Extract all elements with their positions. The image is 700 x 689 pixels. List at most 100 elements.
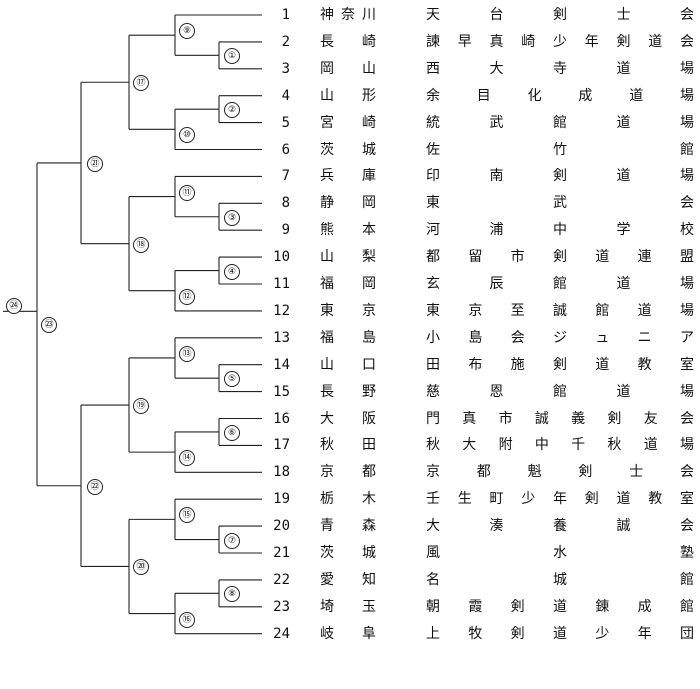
match-number-10: ⑩: [179, 127, 195, 144]
club-name: 河浦中学校: [426, 222, 694, 239]
team-row: 11 福岡 玄辰館道場: [0, 271, 700, 297]
seed-number: 14: [273, 356, 290, 373]
club-name: 秋大附中千秋道場: [426, 437, 694, 454]
team-row: 24 岐阜 上牧剣道少年団: [0, 621, 700, 647]
team-row: 23 埼玉 朝霞剣道錬成館: [0, 594, 700, 620]
seed-number: 2: [281, 33, 290, 50]
prefecture-name: 山形: [320, 87, 376, 104]
seed-number: 12: [273, 302, 290, 319]
prefecture-name: 静岡: [320, 195, 376, 212]
prefecture-name: 宮崎: [320, 114, 376, 131]
match-number-4: ④: [224, 263, 240, 280]
seed-number: 11: [273, 276, 290, 292]
match-number-14: ⑭: [179, 450, 195, 467]
team-row: 5 宮崎 統武館道場: [0, 110, 700, 136]
match-number-17: ⑰: [133, 75, 149, 92]
team-row: 13 福島 小島会ジュニア: [0, 325, 700, 351]
match-number-3: ③: [224, 209, 240, 226]
club-name: 田布施剣道教室: [426, 356, 694, 373]
club-name: 小島会ジュニア: [426, 329, 694, 346]
match-number-23: ㉓: [41, 317, 57, 334]
prefecture-name: 茨城: [320, 141, 376, 158]
match-number-21: ㉑: [87, 155, 103, 172]
seed-number: 13: [273, 329, 290, 346]
club-name: 諫早真崎少年剣道会: [426, 33, 694, 50]
match-number-22: ㉒: [87, 478, 103, 495]
club-name: 上牧剣道少年団: [426, 625, 694, 642]
prefecture-name: 秋田: [320, 437, 376, 454]
team-row: 2 長崎 諫早真崎少年剣道会: [0, 29, 700, 55]
club-name: 印南剣道場: [426, 168, 694, 185]
seed-number: 5: [281, 114, 290, 131]
prefecture-name: 岐阜: [320, 625, 376, 642]
club-name: 門真市誠義剣友会: [426, 410, 694, 427]
seed-number: 16: [273, 410, 290, 427]
team-row: 7 兵庫 印南剣道場: [0, 163, 700, 189]
seed-number: 19: [273, 491, 290, 508]
match-number-13: ⑬: [179, 345, 195, 362]
match-number-24: ㉔: [6, 298, 22, 315]
prefecture-name: 福岡: [320, 276, 376, 292]
match-number-18: ⑱: [133, 236, 149, 253]
seed-number: 6: [281, 141, 290, 158]
seed-number: 1: [281, 7, 290, 23]
team-row: 3 岡山 西大寺道場: [0, 56, 700, 82]
club-name: 都留市剣道連盟: [426, 249, 694, 266]
seed-number: 4: [281, 87, 290, 104]
seed-number: 24: [273, 625, 290, 642]
team-row: 9 熊本 河浦中学校: [0, 217, 700, 243]
team-row: 19 栃木 壬生町少年剣道教室: [0, 486, 700, 512]
club-name: 朝霞剣道錬成館: [426, 598, 694, 615]
club-name: 佐竹館: [426, 141, 694, 158]
club-name: 壬生町少年剣道教室: [426, 491, 694, 508]
seed-number: 10: [273, 249, 290, 266]
match-number-11: ⑪: [179, 184, 195, 201]
prefecture-name: 栃木: [320, 491, 376, 508]
team-row: 10 山梨 都留市剣道連盟: [0, 244, 700, 270]
seed-number: 17: [273, 437, 290, 454]
club-name: 東京至誠館道場: [426, 302, 694, 319]
seed-number: 18: [273, 464, 290, 481]
prefecture-name: 岡山: [320, 60, 376, 77]
club-name: 西大寺道場: [426, 60, 694, 77]
team-row: 17 秋田 秋大附中千秋道場: [0, 432, 700, 458]
seed-number: 3: [281, 60, 290, 77]
club-name: 慈恩館道場: [426, 383, 694, 400]
seed-number: 23: [273, 598, 290, 615]
match-number-16: ⑯: [179, 611, 195, 628]
seed-number: 15: [273, 383, 290, 400]
prefecture-name: 熊本: [320, 222, 376, 239]
match-number-5: ⑤: [224, 371, 240, 388]
club-name: 名城館: [426, 571, 694, 588]
club-name: 統武館道場: [426, 114, 694, 131]
prefecture-name: 埼玉: [320, 598, 376, 615]
team-row: 6 茨城 佐竹館: [0, 137, 700, 163]
club-name: 玄辰館道場: [426, 276, 694, 292]
seed-number: 7: [281, 168, 290, 185]
seed-number: 21: [273, 545, 290, 561]
club-name: 風水塾: [426, 545, 694, 561]
prefecture-name: 長崎: [320, 33, 376, 50]
match-number-7: ⑦: [224, 532, 240, 549]
club-name: 大湊養誠会: [426, 518, 694, 535]
prefecture-name: 兵庫: [320, 168, 376, 185]
match-number-19: ⑲: [133, 398, 149, 415]
prefecture-name: 福島: [320, 329, 376, 346]
seed-number: 20: [273, 518, 290, 535]
prefecture-name: 長野: [320, 383, 376, 400]
match-number-6: ⑥: [224, 424, 240, 441]
prefecture-name: 山梨: [320, 249, 376, 266]
seed-number: 9: [281, 222, 290, 239]
team-row: 15 長野 慈恩館道場: [0, 379, 700, 405]
match-number-1: ①: [224, 48, 240, 65]
